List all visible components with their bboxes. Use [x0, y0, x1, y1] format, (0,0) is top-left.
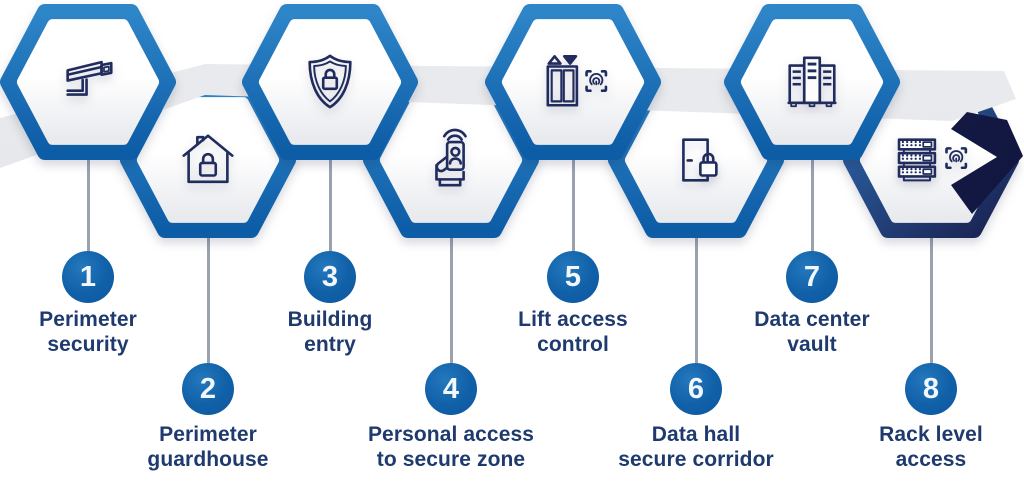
step-label: Lift access control: [518, 308, 628, 356]
cctv-camera-icon: [66, 60, 113, 96]
step-label: Perimeter security: [39, 308, 137, 356]
step-number-badge: 1: [62, 251, 114, 303]
step-number-badge: 2: [182, 363, 234, 415]
step-number-badge: 6: [670, 363, 722, 415]
step-number-badge: 4: [425, 363, 477, 415]
step-number-badge: 5: [547, 251, 599, 303]
connector-line: [328, 156, 332, 252]
hexagon-step-7: [702, 0, 922, 177]
step-label: Perimeter guardhouse: [147, 423, 269, 471]
connector-line: [571, 156, 575, 252]
connector-line: [929, 234, 933, 364]
step-label: Data hall secure corridor: [618, 423, 774, 471]
secure-door-icon: [682, 138, 718, 182]
rack-fingerprint-icon: [897, 138, 968, 182]
step-number-badge: 3: [304, 251, 356, 303]
guardhouse-lock-icon: [182, 134, 234, 184]
shield-lock-icon: [308, 54, 352, 109]
connector-line: [449, 234, 453, 364]
connector-line: [206, 234, 210, 364]
step-label: Building entry: [287, 308, 373, 356]
step-number-badge: 7: [786, 251, 838, 303]
step-label: Personal access to secure zone: [367, 423, 535, 471]
connector-line: [694, 234, 698, 364]
hexagon-step-6: [586, 70, 806, 255]
connector-line: [86, 156, 90, 252]
connector-line: [810, 156, 814, 252]
hexagon-step-5: [463, 0, 683, 177]
step-label: Rack level access: [879, 423, 983, 471]
access-card-hand-icon: [435, 129, 467, 187]
hexagon-step-1: [0, 0, 198, 177]
step-number-badge: 8: [905, 363, 957, 415]
hexagon-step-3: [220, 0, 440, 177]
server-cabinets-icon: [787, 56, 837, 108]
lift-fingerprint-icon: [546, 55, 608, 107]
step-label: Data center vault: [754, 308, 870, 356]
